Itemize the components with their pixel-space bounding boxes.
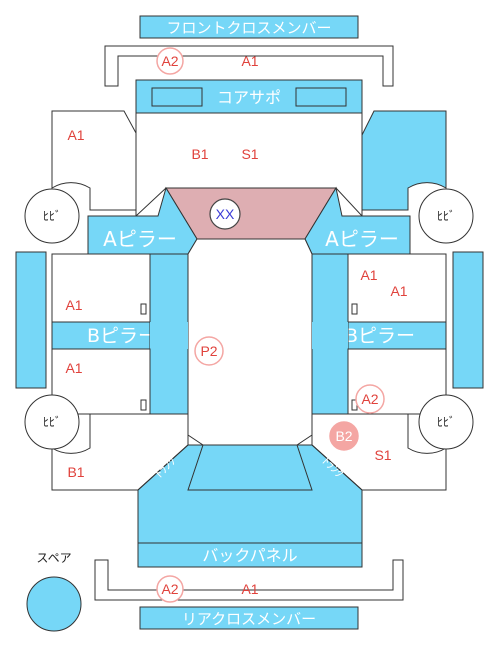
rear-cross-member[interactable]: リアクロスメンバー — [139, 606, 359, 630]
front-cross-member-label: フロントクロスメンバー — [166, 19, 331, 37]
code-hood-b1: B1 — [191, 146, 208, 162]
a-pillar-left[interactable]: Aピラー — [87, 186, 198, 255]
spare-tire[interactable]: スペア — [26, 551, 82, 632]
right-front-door[interactable] — [347, 253, 447, 323]
trunk-top — [187, 444, 313, 491]
rear-cross-member-label: リアクロスメンバー — [182, 610, 316, 628]
wheel-rear-left-label: ﾋﾋﾞ — [43, 415, 61, 429]
wheel-rear-right[interactable]: ﾋﾋﾞ — [418, 394, 474, 450]
svg-text:A2: A2 — [161, 581, 178, 597]
left-rear-handle — [140, 399, 147, 411]
code-left-rear-b1: B1 — [67, 464, 84, 480]
b-pillar-right-label: Bピラー — [345, 325, 415, 347]
wheel-rear-right-label: ﾋﾋﾞ — [437, 415, 455, 429]
left-rocker-joint — [150, 322, 188, 349]
front-cross-member[interactable]: フロントクロスメンバー — [139, 15, 359, 39]
code-right-rear-b2[interactable]: B2 — [329, 421, 359, 451]
code-front-a2[interactable]: A2 — [156, 47, 184, 75]
left-side-sill[interactable] — [15, 251, 47, 389]
code-hood-s1: S1 — [241, 146, 258, 162]
a-pillar-left-label: Aピラー — [103, 227, 177, 251]
svg-text:P2: P2 — [200, 343, 217, 359]
svg-text:A2: A2 — [361, 391, 378, 407]
core-support-label: コアサポ — [217, 88, 281, 107]
code-right-door-rear-a2[interactable]: A2 — [355, 384, 385, 414]
a-pillar-right-label: Aピラー — [325, 227, 399, 251]
spare-label: スペア — [36, 551, 71, 565]
svg-text:B2: B2 — [335, 428, 352, 444]
right-side-sill[interactable] — [452, 251, 484, 389]
code-rear-a1: A1 — [241, 581, 258, 597]
code-right-rear-s1: S1 — [374, 447, 391, 463]
code-left-door-front-a1: A1 — [65, 297, 82, 313]
wheel-front-right[interactable]: ﾋﾋﾞ — [418, 188, 474, 244]
left-front-handle — [140, 303, 147, 315]
right-front-handle — [351, 303, 358, 315]
code-right-door-a1-upper: A1 — [360, 267, 377, 283]
a-pillar-right[interactable]: Aピラー — [304, 186, 411, 255]
back-panel-label: バックパネル — [202, 546, 297, 565]
core-support[interactable]: コアサポ — [135, 79, 363, 114]
headlight-left — [151, 87, 203, 107]
wheel-rear-left[interactable]: ﾋﾋﾞ — [24, 394, 80, 450]
right-fender-panel[interactable] — [361, 110, 447, 211]
code-center-p2[interactable]: P2 — [194, 336, 224, 366]
roof-marker-label: XX — [216, 206, 235, 222]
svg-text:A2: A2 — [161, 53, 178, 69]
left-front-door[interactable] — [51, 253, 151, 323]
headlight-right — [295, 87, 347, 107]
right-rocker-joint — [312, 322, 348, 349]
back-panel[interactable]: バックパネル — [137, 542, 363, 568]
left-fender-panel[interactable] — [51, 110, 137, 211]
wheel-front-right-label: ﾋﾋﾞ — [437, 209, 455, 223]
code-right-door-a1-lower: A1 — [390, 283, 407, 299]
b-pillar-left-label: Bピラー — [87, 325, 157, 347]
roof-marker[interactable]: XX — [209, 198, 241, 230]
code-hood-left-a1: A1 — [67, 127, 84, 143]
wheel-front-left-label: ﾋﾋﾞ — [43, 209, 61, 223]
code-front-a1: A1 — [241, 53, 258, 69]
wheel-front-left[interactable]: ﾋﾋﾞ — [24, 188, 80, 244]
code-left-door-rear-a1: A1 — [65, 360, 82, 376]
trunk-lid[interactable]: ﾄﾗﾝｸ ﾄﾗﾝｸ — [137, 444, 363, 544]
code-rear-a2[interactable]: A2 — [156, 575, 184, 603]
